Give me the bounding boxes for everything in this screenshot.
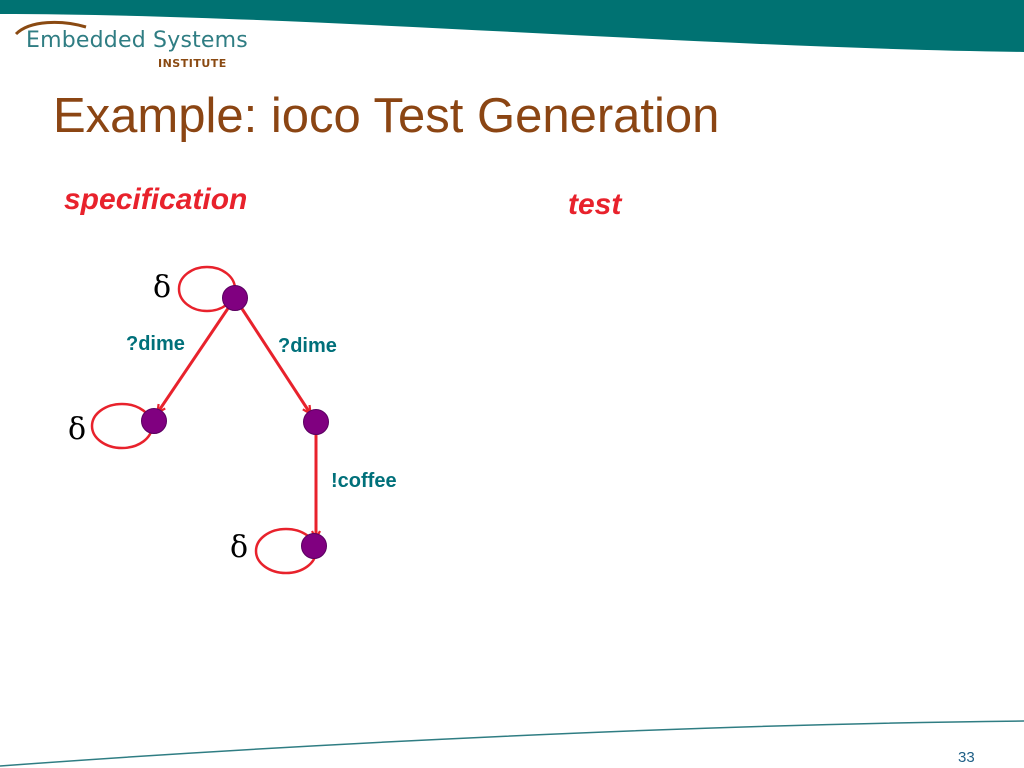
logo-subtext: INSTITUTE	[158, 57, 227, 70]
edge-label-coffee: !coffee	[331, 470, 397, 492]
delta-label-bottom: δ	[230, 530, 249, 565]
footer-line	[0, 720, 1024, 767]
state-initial	[222, 285, 248, 311]
specification-heading: specification	[64, 183, 248, 216]
edge-dime-right	[233, 297, 310, 413]
slide-title: Example: ioco Test Generation	[53, 89, 720, 143]
page-number: 33	[958, 749, 975, 766]
logo-text: Embedded Systems	[26, 28, 248, 53]
state-after-dime-left	[141, 408, 167, 434]
delta-label-top: δ	[153, 270, 172, 305]
edge-label-dime-left: ?dime	[126, 333, 185, 355]
logo-swoosh	[14, 20, 87, 36]
header-band	[0, 0, 1024, 52]
state-after-dime-right	[303, 409, 329, 435]
delta-label-left: δ	[68, 412, 87, 447]
edge-label-dime-right: ?dime	[278, 335, 337, 357]
edge-dime-left	[158, 297, 237, 412]
state-after-coffee	[301, 533, 327, 559]
test-heading: test	[568, 188, 622, 221]
